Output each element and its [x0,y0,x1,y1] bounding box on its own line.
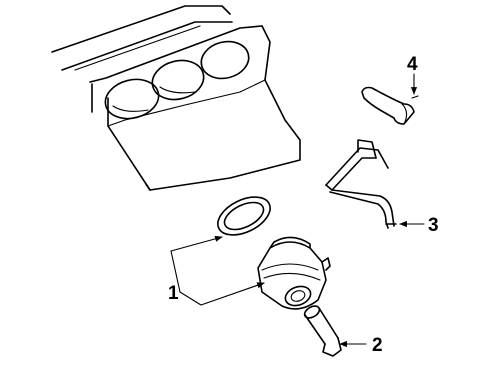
leader-lines [170,73,425,348]
callout-4-label: 4 [407,54,418,75]
callout-2-label: 2 [372,335,383,356]
oil-filter-adapter [257,236,331,310]
callout-3-label: 3 [428,215,439,236]
engine-block [51,5,301,191]
callout-1-label: 1 [168,283,179,304]
oil-cooler-tube [325,139,397,229]
adapter-bolt [303,305,342,357]
oil-filter-gasket [217,196,271,236]
oil-cooler-hose [361,86,419,125]
